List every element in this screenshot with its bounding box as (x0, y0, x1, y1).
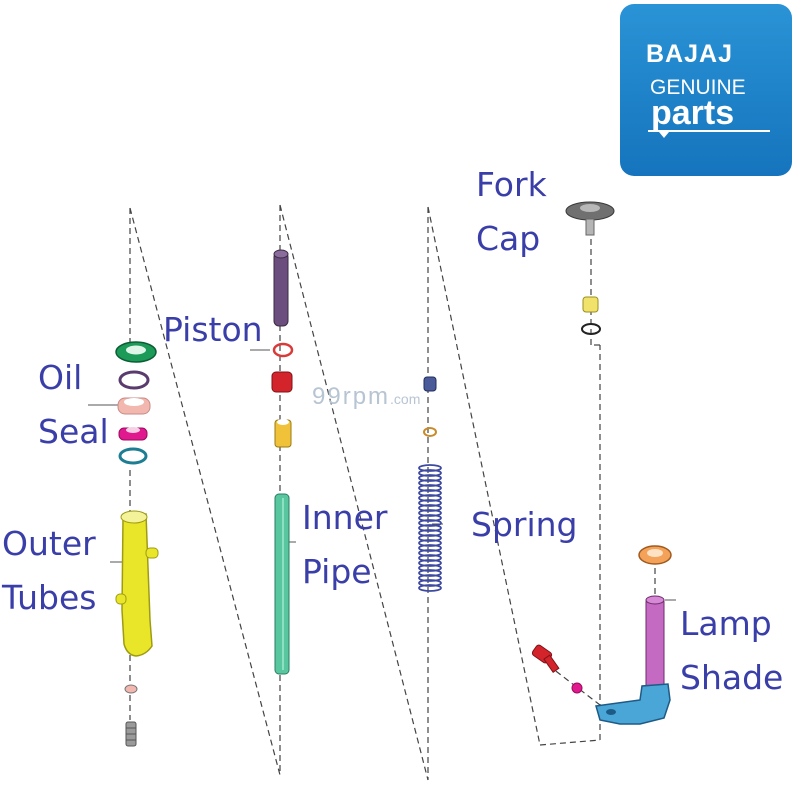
logo-genuine-text: GENUINE (650, 76, 746, 99)
label-oil-seal: Oil Seal (38, 351, 109, 459)
watermark-main: 99rpm (312, 383, 391, 410)
assembly-guide-lines (129, 204, 656, 781)
label-outer-tubes-line2: Tubes (2, 578, 97, 617)
spring-coil-turn (418, 489, 442, 497)
label-oil-seal-line1: Oil (38, 358, 83, 397)
spring-coil-turn (418, 469, 442, 477)
spring-coil-turn (418, 539, 442, 547)
label-inner-pipe-line2: Pipe (302, 552, 372, 591)
label-lamp-shade-line1: Lamp (680, 604, 772, 643)
label-lamp-shade-line2: Shade (680, 658, 784, 697)
watermark-suffix: .com (390, 391, 421, 407)
outer-tube (115, 510, 159, 657)
label-fork-cap-line1: Fork (476, 165, 547, 204)
spring-coil-turn (418, 494, 442, 502)
watermark: 99rpm.com (312, 383, 420, 411)
spring-coil-turn (418, 564, 442, 572)
spring-coil-turn (418, 509, 442, 517)
spring-coil-turn (418, 479, 442, 487)
label-spring: Spring (471, 505, 578, 544)
label-outer-tubes-line1: Outer (2, 524, 96, 563)
spring-coil-turn (418, 579, 442, 587)
damper-rod (273, 249, 289, 327)
logo-underline (648, 130, 770, 132)
label-piston: Piston (163, 310, 263, 349)
mounting-bolt (531, 644, 583, 694)
spring-coil-turn (418, 524, 442, 532)
label-oil-seal-line2: Seal (38, 412, 109, 451)
fork-cap-part (565, 201, 615, 335)
oil-seal-stack (115, 341, 157, 465)
label-inner-pipe: Inner Pipe (302, 491, 387, 599)
spring-coil-turn (418, 569, 442, 577)
spring-coil-turn (418, 529, 442, 537)
logo-brand-text: BAJAJ (646, 40, 733, 68)
spring-coil-turn (418, 554, 442, 562)
label-outer-tubes: Outer Tubes (2, 517, 97, 625)
spring-coil-turn (418, 464, 442, 472)
label-fork-cap-line2: Cap (476, 219, 541, 258)
spring-coil-turn (418, 534, 442, 542)
spring-coil-turn (418, 549, 442, 557)
drain-bolt (124, 684, 138, 747)
spring-coil-turn (418, 504, 442, 512)
spring-coil-turn (418, 574, 442, 582)
spring-coil-turn (418, 519, 442, 527)
logo-parts-text: parts (651, 94, 735, 132)
spring-coil-turn (418, 474, 442, 482)
lamp-shade-part (595, 545, 672, 725)
bajaj-genuine-parts-logo: BAJAJ GENUINE parts (620, 4, 792, 176)
spring-coil-turn (418, 584, 442, 592)
label-fork-cap: Fork Cap (476, 158, 547, 266)
logo-underline-pointer (659, 132, 669, 138)
spring-coil-turn (418, 484, 442, 492)
spring-coil-turn (418, 514, 442, 522)
label-inner-pipe-line1: Inner (302, 498, 388, 537)
inner-pipe-part (274, 493, 290, 675)
spring-coil-turn (418, 559, 442, 567)
piston-parts (271, 342, 294, 448)
spring-parts (418, 376, 442, 592)
spring-coil-turn (418, 499, 442, 507)
label-lamp-shade: Lamp Shade (680, 597, 783, 705)
spring-coil-turn (418, 544, 442, 552)
spring-coil (418, 464, 442, 592)
